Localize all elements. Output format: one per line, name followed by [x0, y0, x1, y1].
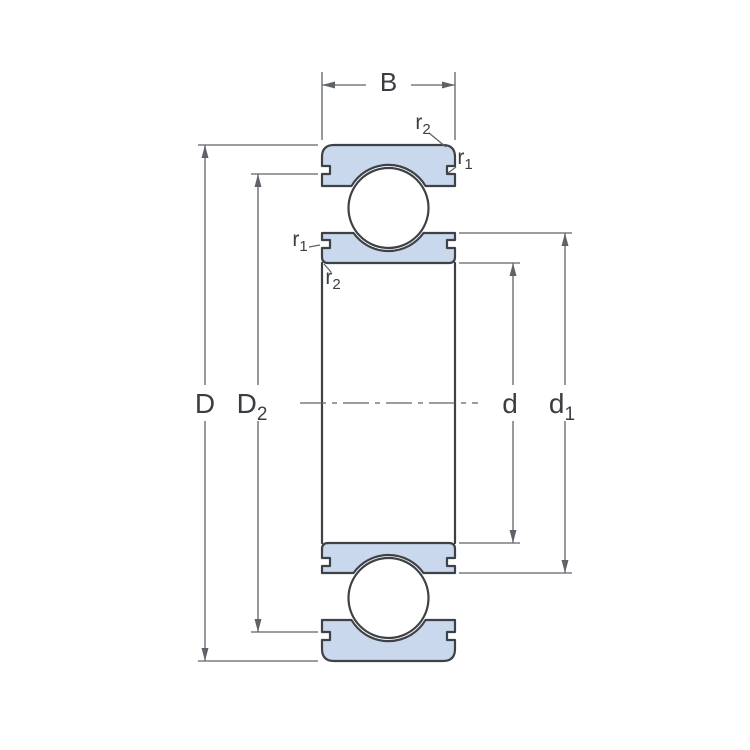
arrow-D2-bottom [254, 619, 262, 632]
bearing-bottom-half [320, 541, 457, 663]
arrow-d1-top [561, 233, 569, 246]
bearing-cross-section [320, 143, 457, 663]
label-r1-left: r1 [292, 228, 307, 255]
label-r2-top: r2 [415, 111, 430, 138]
dimension-labels: B D D2 d d1 r2 r1 r1 r2 [195, 67, 575, 425]
arrow-D-bottom [201, 648, 209, 661]
arrow-d-top [509, 263, 517, 276]
outer-ring-section [320, 143, 457, 188]
bearing-top-half [320, 143, 457, 265]
label-D2: D2 [237, 388, 268, 425]
arrow-D2-top [254, 174, 262, 187]
inner-ring-section [320, 231, 457, 265]
label-d: d [502, 388, 518, 419]
ball [347, 166, 430, 250]
label-d1: d1 [549, 388, 575, 425]
label-D: D [195, 388, 215, 419]
arrow-d1-bottom [561, 560, 569, 573]
arrow-B-left [322, 81, 335, 89]
leader-r2-top [428, 132, 447, 148]
arrow-d-bottom [509, 530, 517, 543]
leader-r1-right [447, 166, 457, 174]
leader-r1-left [308, 244, 321, 248]
arrowheads [201, 81, 569, 661]
leader-r2-bottom [323, 263, 332, 273]
label-r1-right: r1 [457, 146, 472, 173]
arrow-B-right [442, 81, 455, 89]
label-r2-bottom: r2 [325, 266, 340, 293]
arrow-D-top [201, 145, 209, 158]
label-B: B [380, 67, 397, 97]
